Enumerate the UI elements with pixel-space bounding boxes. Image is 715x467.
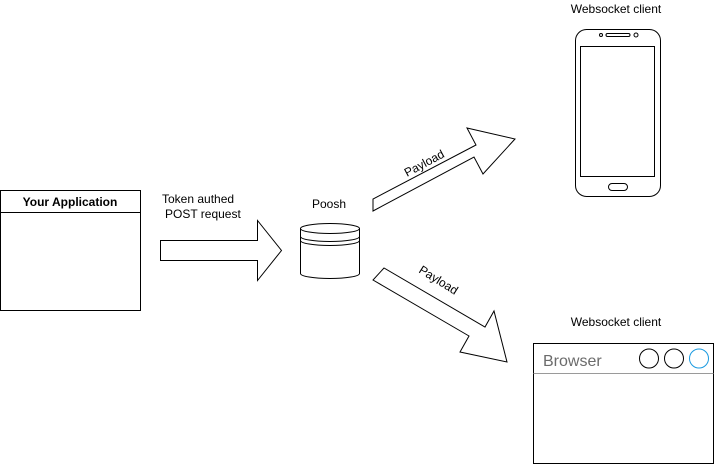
- smartphone-icon: [575, 29, 661, 197]
- application-title: Your Application: [23, 195, 118, 209]
- request-arrow: [160, 219, 283, 282]
- payload-arrow-browser: [372, 267, 508, 363]
- browser-window-title: Browser: [543, 353, 602, 370]
- database-icon: [300, 223, 360, 279]
- application-box: Your Application: [0, 190, 141, 311]
- request-label-line2: POST request: [165, 207, 241, 221]
- browser-client-label: Websocket client: [571, 315, 662, 329]
- mobile-client-label: Websocket client: [571, 2, 662, 16]
- window-button-icon: [639, 348, 659, 369]
- request-label-line1: Token authed: [162, 192, 234, 206]
- payload-arrow-mobile: [372, 127, 516, 212]
- server-label: Poosh: [312, 197, 346, 211]
- browser-window: Browser: [533, 343, 714, 464]
- window-button-active-icon: [689, 348, 709, 369]
- window-button-icon: [664, 348, 684, 369]
